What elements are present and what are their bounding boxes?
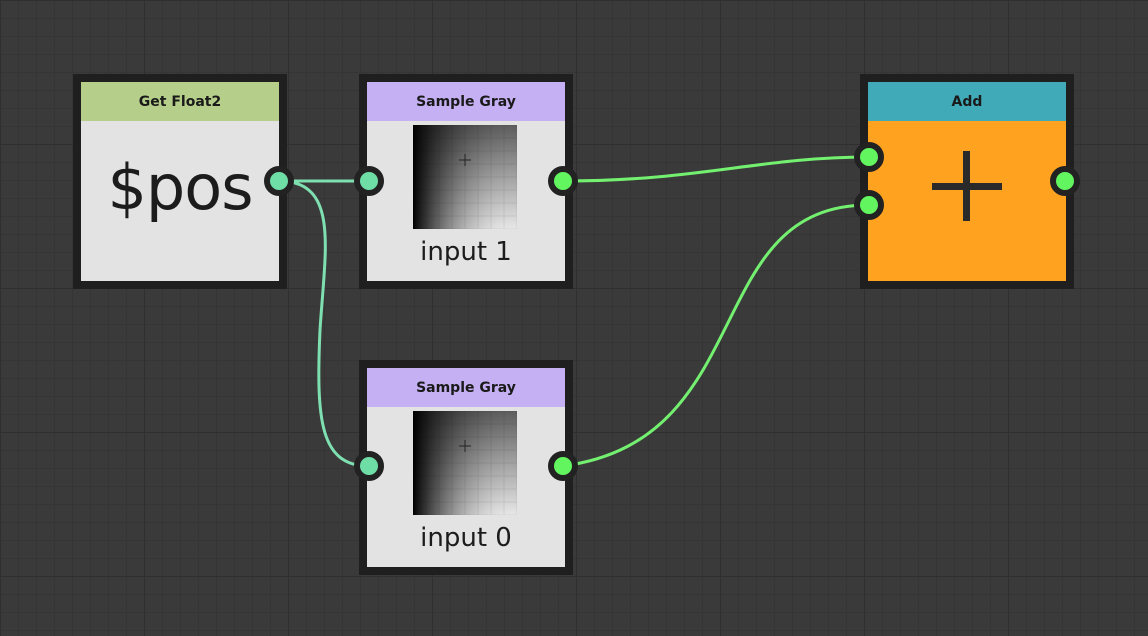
add-input-port-b[interactable] [854, 190, 884, 220]
node-header[interactable]: Add [868, 82, 1066, 121]
gradient-thumbnail [413, 125, 517, 229]
wire-pos-to-input0[interactable] [278, 179, 370, 468]
sample-gray-bottom-output-port[interactable] [548, 451, 578, 481]
sample-gray-bottom-input-port[interactable] [354, 451, 384, 481]
wire-sample-top-to-add-a[interactable] [562, 155, 870, 183]
add-input-port-a[interactable] [854, 142, 884, 172]
gradient-thumbnail [413, 411, 517, 515]
plus-icon [932, 151, 1002, 221]
node-header[interactable]: Sample Gray [367, 368, 565, 407]
node-body: $pos [81, 121, 279, 281]
variable-name: $pos [107, 151, 253, 224]
node-header[interactable]: Get Float2 [81, 82, 279, 121]
sample-gray-node-bottom[interactable]: Sample Gray input 0 [359, 360, 573, 575]
add-output-port[interactable] [1050, 166, 1080, 196]
sample-gray-node-top[interactable]: Sample Gray input 1 [359, 74, 573, 289]
get-float2-output-port[interactable] [264, 166, 294, 196]
wire-sample-bottom-to-add-b[interactable] [562, 203, 870, 468]
node-body: input 0 [367, 407, 565, 567]
sample-gray-top-output-port[interactable] [548, 166, 578, 196]
node-header[interactable]: Sample Gray [367, 82, 565, 121]
node-title: Get Float2 [138, 93, 222, 110]
node-title: Add [951, 93, 983, 110]
node-caption: input 0 [420, 523, 512, 553]
sample-gray-top-input-port[interactable] [354, 166, 384, 196]
get-float2-node[interactable]: Get Float2 $pos [73, 74, 287, 289]
node-title: Sample Gray [416, 93, 516, 110]
node-caption: input 1 [420, 237, 512, 267]
node-title: Sample Gray [416, 379, 516, 396]
node-body: input 1 [367, 121, 565, 281]
node-body [868, 121, 1066, 281]
add-node[interactable]: Add [860, 74, 1074, 289]
